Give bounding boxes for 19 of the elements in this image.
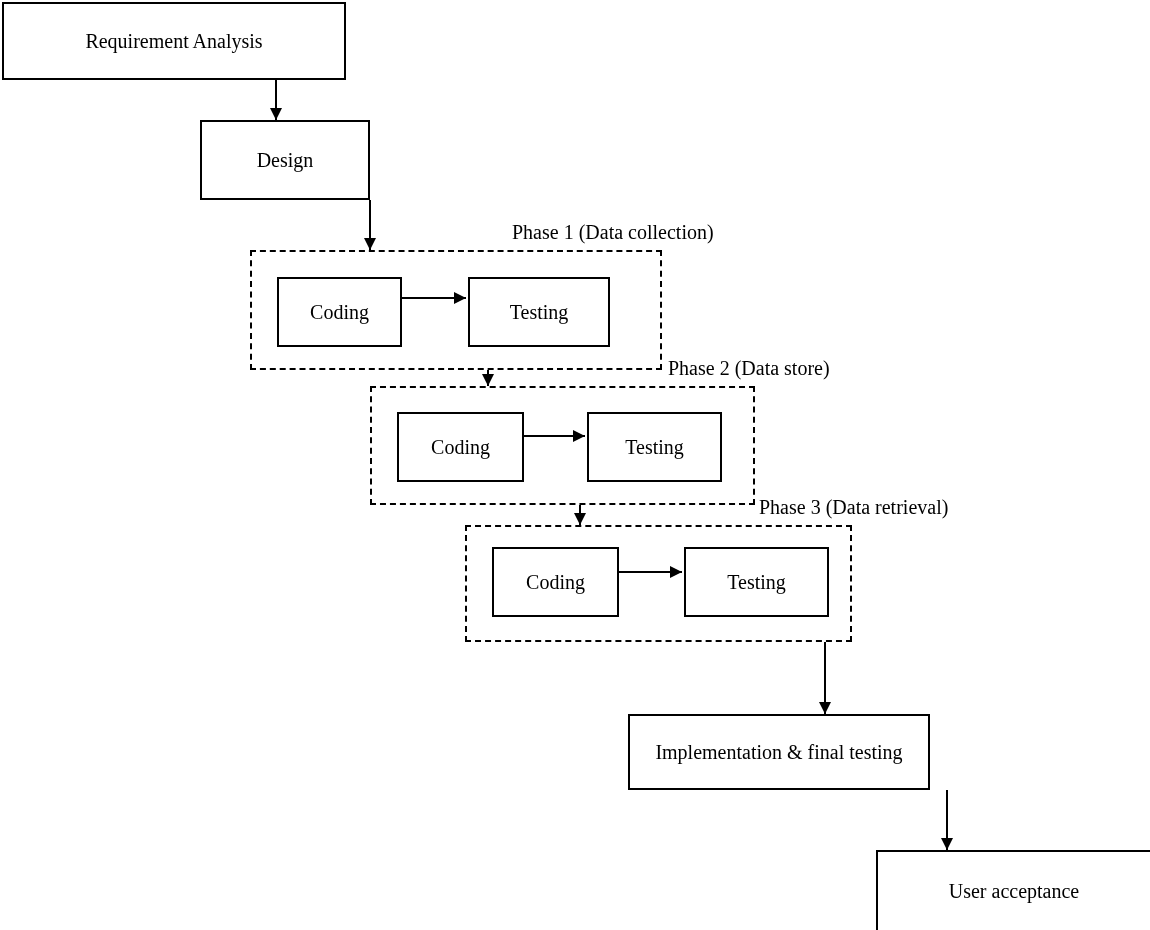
phase-heading: Phase 2 (Data store): [668, 356, 830, 380]
process-box: Implementation & final testing: [628, 714, 930, 790]
arrow: [482, 369, 494, 387]
arrow: [941, 789, 953, 851]
process-box: Coding: [397, 412, 524, 482]
process-box: Design: [200, 120, 370, 200]
process-box: Testing: [468, 277, 610, 347]
process-box: Coding: [277, 277, 402, 347]
process-box: User acceptance: [876, 850, 1150, 930]
process-box: Testing: [684, 547, 829, 617]
process-box: Coding: [492, 547, 619, 617]
process-box: Testing: [587, 412, 722, 482]
process-box: Requirement Analysis: [2, 2, 346, 80]
arrow: [819, 641, 831, 715]
phase-heading: Phase 3 (Data retrieval): [759, 495, 949, 519]
arrow: [574, 504, 586, 526]
arrow: [270, 79, 282, 121]
arrow: [364, 199, 376, 251]
phase-heading: Phase 1 (Data collection): [512, 220, 714, 244]
